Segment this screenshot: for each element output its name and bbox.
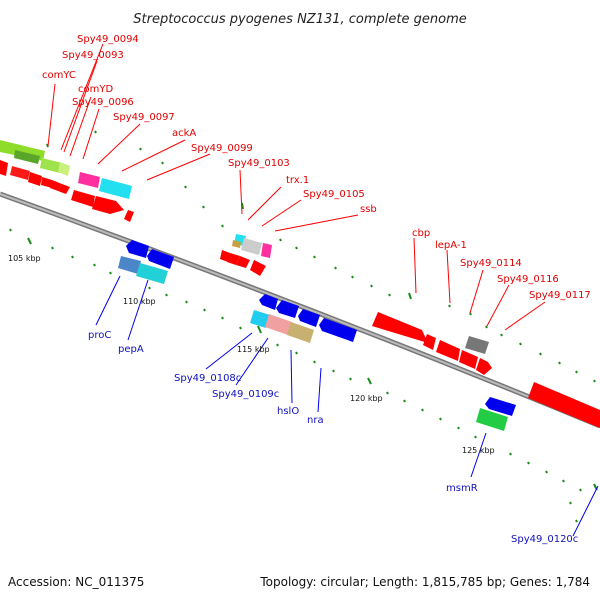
gene-label-spy49-0096: Spy49_0096 bbox=[72, 97, 134, 108]
gene-arrow bbox=[250, 260, 266, 276]
gene-arrow bbox=[71, 190, 95, 207]
gene-arrow bbox=[28, 172, 42, 186]
gene-arrow bbox=[118, 256, 141, 274]
gene-arrow bbox=[259, 294, 278, 310]
gene-arrow bbox=[92, 196, 124, 214]
gene-arrow bbox=[372, 312, 428, 343]
gene-label-spy49-0105: Spy49_0105 bbox=[303, 189, 365, 200]
gene-label-spy49-0116: Spy49_0116 bbox=[497, 274, 559, 285]
gene-label-spy49-0099: Spy49_0099 bbox=[191, 143, 253, 154]
gene-arrow bbox=[99, 178, 132, 199]
gene-arrow bbox=[232, 240, 241, 248]
gene-arrow bbox=[465, 336, 489, 354]
scale-labels: 105 kbp 110 kbp 115 kbp 120 kbp 125 kbp bbox=[8, 254, 495, 455]
gene-label-acka: ackA bbox=[172, 128, 196, 139]
gene-arrow bbox=[50, 180, 62, 191]
gene-arrow bbox=[476, 408, 508, 431]
gene-label-spy49-0109c: Spy49_0109c bbox=[212, 389, 279, 400]
gene-arrow bbox=[58, 184, 70, 194]
forward-leader-lines bbox=[47, 43, 546, 331]
outer-tick-ring bbox=[46, 130, 596, 383]
gene-label-spy49-0093: Spy49_0093 bbox=[62, 50, 124, 61]
gene-arrow bbox=[136, 263, 168, 284]
gene-label-cbp: cbp bbox=[412, 228, 430, 239]
gene-arrow bbox=[459, 350, 478, 369]
gene-arrow bbox=[126, 240, 149, 258]
reverse-labels: proC pepA Spy49_0108c Spy49_0109c hslO n… bbox=[88, 330, 578, 545]
gene-arrow bbox=[10, 166, 30, 180]
forward-labels: Spy49_0094 Spy49_0093 comYC comYD Spy49_… bbox=[42, 34, 591, 301]
reverse-genes bbox=[118, 240, 516, 431]
gene-label-nra: nra bbox=[307, 415, 324, 426]
gene-label-pepa: pepA bbox=[118, 344, 144, 355]
gene-arrow bbox=[41, 177, 52, 188]
gene-label-ssb: ssb bbox=[360, 204, 377, 215]
gene-label-hslo: hslO bbox=[277, 406, 299, 417]
gene-arrow bbox=[227, 253, 240, 265]
gene-arrow bbox=[319, 318, 357, 342]
gene-label-spy49-0094: Spy49_0094 bbox=[77, 34, 139, 45]
scale-label-120: 120 kbp bbox=[350, 394, 383, 403]
gene-arrow bbox=[124, 210, 134, 222]
scale-label-110: 110 kbp bbox=[123, 297, 156, 306]
gene-label-spy49-0120c: Spy49_0120c bbox=[511, 534, 578, 545]
gene-arrow bbox=[0, 160, 8, 176]
gene-arrow bbox=[298, 309, 320, 327]
scale-label-115: 115 kbp bbox=[237, 345, 270, 354]
gene-arrow bbox=[241, 238, 262, 255]
map-title: Streptococcus pyogenes NZ131, complete g… bbox=[133, 12, 467, 27]
gene-label-spy49-0114: Spy49_0114 bbox=[460, 258, 522, 269]
gene-arrow bbox=[78, 172, 100, 188]
gene-label-proc: proC bbox=[88, 330, 111, 341]
gene-arrow bbox=[265, 314, 292, 335]
gene-arrow bbox=[40, 158, 62, 173]
gene-label-lepa-1: lepA-1 bbox=[435, 240, 467, 251]
gene-arrow bbox=[423, 334, 436, 350]
gene-label-trx-1: trx.1 bbox=[286, 175, 309, 186]
gene-label-comyc: comYC bbox=[42, 70, 76, 81]
inner-tick-ring bbox=[9, 228, 598, 523]
gene-arrow bbox=[220, 250, 230, 262]
gene-label-spy49-0103: Spy49_0103 bbox=[228, 158, 290, 169]
gene-arrow bbox=[58, 162, 70, 176]
gene-label-spy49-0108c: Spy49_0108c bbox=[174, 373, 241, 384]
reverse-leader-lines bbox=[95, 275, 599, 537]
forward-genes bbox=[0, 140, 600, 428]
accession-text: Accession: NC_011375 bbox=[8, 575, 144, 589]
gene-arrow bbox=[528, 382, 600, 428]
gene-arrow bbox=[14, 150, 40, 164]
scale-label-105: 105 kbp bbox=[8, 254, 41, 263]
gene-arrow bbox=[287, 322, 314, 343]
scale-label-125: 125 kbp bbox=[462, 446, 495, 455]
gene-arrow bbox=[436, 340, 460, 361]
genome-backbone bbox=[0, 191, 600, 429]
gene-arrow bbox=[236, 256, 250, 268]
gene-arrow bbox=[147, 249, 174, 269]
gene-arrow bbox=[476, 358, 492, 375]
gene-label-comyd: comYD bbox=[78, 84, 113, 95]
gene-arrow bbox=[250, 310, 270, 328]
genome-summary-text: Topology: circular; Length: 1,815,785 bp… bbox=[259, 575, 590, 589]
gene-arrow bbox=[276, 300, 299, 318]
gene-label-spy49-0097: Spy49_0097 bbox=[113, 112, 175, 123]
gene-label-msmr: msmR bbox=[446, 483, 478, 494]
gene-arrow bbox=[261, 243, 272, 258]
gene-arrow bbox=[485, 397, 516, 416]
gene-label-spy49-0117: Spy49_0117 bbox=[529, 290, 591, 301]
